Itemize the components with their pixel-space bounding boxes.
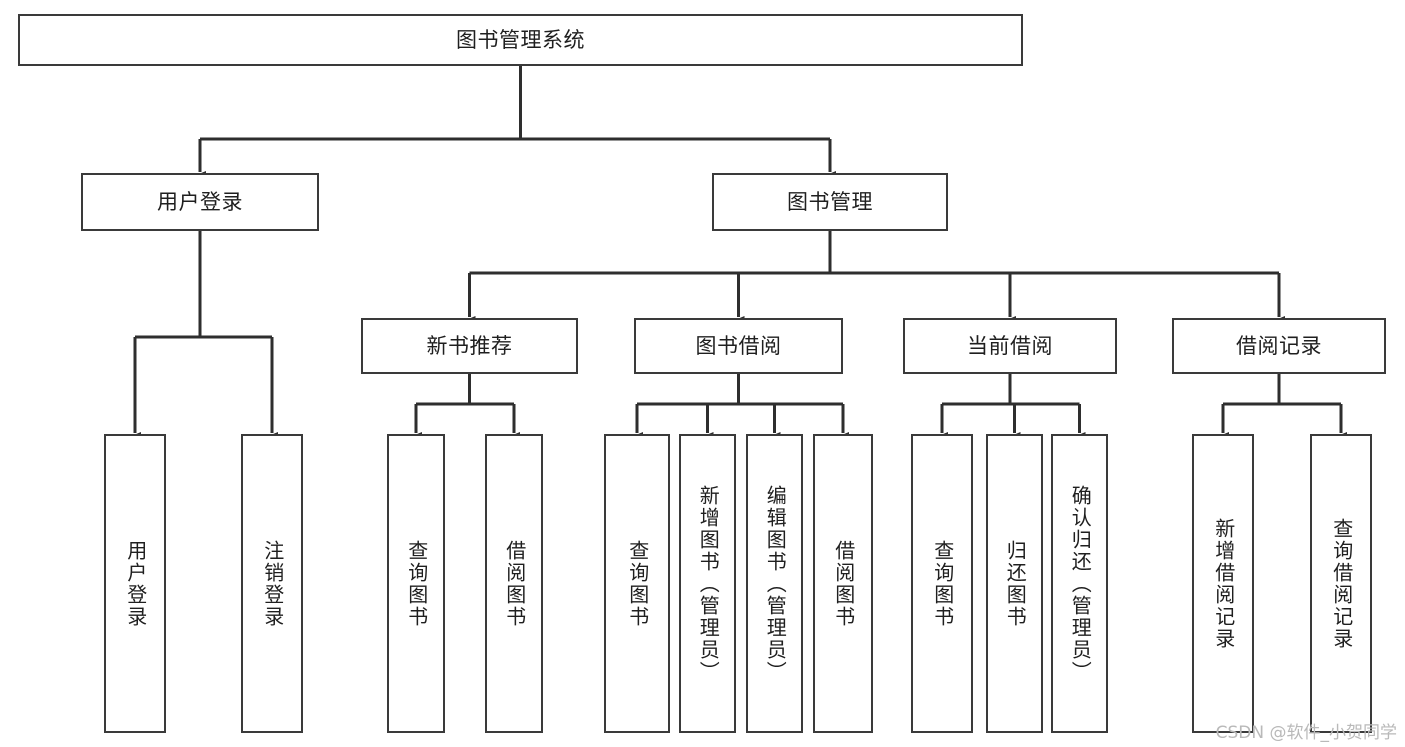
leaf-add-book[interactable]: 新增图书（管理员） [679, 434, 736, 733]
node-new-book-recommend-label: 新书推荐 [426, 333, 513, 358]
node-book-manage-label: 图书管理 [787, 189, 873, 214]
node-current-borrow[interactable]: 当前借阅 [903, 318, 1117, 374]
leaf-query-book-recommend[interactable]: 查询图书 [387, 434, 445, 733]
node-book-manage[interactable]: 图书管理 [712, 173, 948, 231]
leaf-query-book-borrow[interactable]: 查询图书 [604, 434, 670, 733]
leaf-query-book-current[interactable]: 查询图书 [911, 434, 973, 733]
leaf-return-book-label: 归还图书 [1003, 539, 1028, 628]
leaf-query-book-current-label: 查询图书 [930, 539, 955, 628]
leaf-user-login-label: 用户登录 [123, 539, 148, 628]
node-book-borrow[interactable]: 图书借阅 [634, 318, 843, 374]
leaf-query-borrow-record-label: 查询借阅记录 [1329, 517, 1354, 650]
leaf-add-borrow-record[interactable]: 新增借阅记录 [1192, 434, 1254, 733]
leaf-add-book-label: 新增图书（管理员） [696, 484, 721, 683]
leaf-edit-book-label: 编辑图书（管理员） [763, 484, 788, 683]
leaf-edit-book[interactable]: 编辑图书（管理员） [746, 434, 803, 733]
leaf-query-book-recommend-label: 查询图书 [404, 539, 429, 628]
leaf-borrow-book-label: 借阅图书 [831, 539, 856, 628]
leaf-borrow-book-recommend[interactable]: 借阅图书 [485, 434, 543, 733]
node-user-login[interactable]: 用户登录 [81, 173, 319, 231]
leaf-confirm-return-label: 确认归还（管理员） [1068, 484, 1093, 683]
node-root-label: 图书管理系统 [456, 27, 585, 52]
leaf-logout[interactable]: 注销登录 [241, 434, 303, 733]
node-book-borrow-label: 图书借阅 [695, 333, 782, 358]
node-borrow-record[interactable]: 借阅记录 [1172, 318, 1386, 374]
csdn-watermark: CSDN @软件_小贺同学 [1215, 723, 1397, 743]
leaf-logout-label: 注销登录 [260, 539, 285, 628]
leaf-confirm-return[interactable]: 确认归还（管理员） [1051, 434, 1108, 733]
node-root[interactable]: 图书管理系统 [18, 14, 1023, 66]
leaf-return-book[interactable]: 归还图书 [986, 434, 1043, 733]
leaf-add-borrow-record-label: 新增借阅记录 [1211, 517, 1236, 650]
node-user-login-label: 用户登录 [157, 189, 243, 214]
leaf-borrow-book-recommend-label: 借阅图书 [502, 539, 527, 628]
node-new-book-recommend[interactable]: 新书推荐 [361, 318, 578, 374]
leaf-query-borrow-record[interactable]: 查询借阅记录 [1310, 434, 1372, 733]
leaf-user-login[interactable]: 用户登录 [104, 434, 166, 733]
node-current-borrow-label: 当前借阅 [967, 333, 1053, 358]
leaf-query-book-borrow-label: 查询图书 [625, 539, 650, 628]
node-borrow-record-label: 借阅记录 [1236, 333, 1322, 358]
leaf-borrow-book[interactable]: 借阅图书 [813, 434, 873, 733]
